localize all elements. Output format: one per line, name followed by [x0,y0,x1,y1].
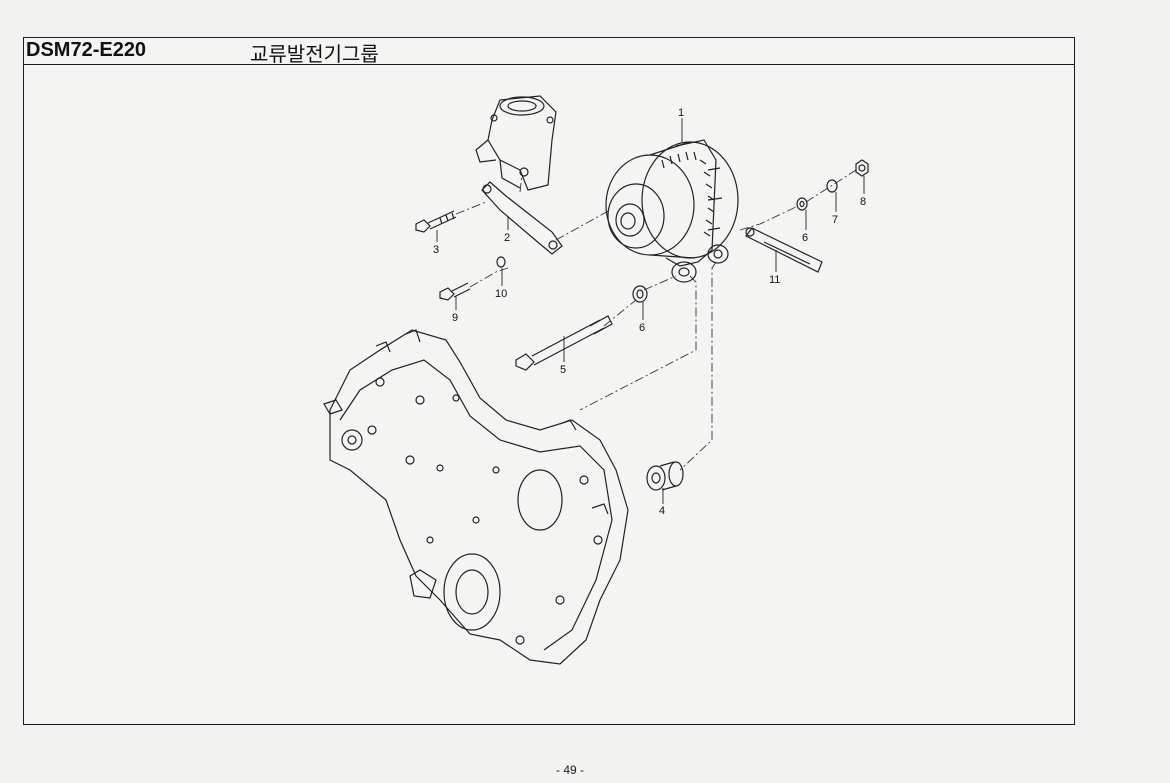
callout-4: 4 [659,505,665,517]
callout-1: 1 [678,107,684,119]
callout-leaders [436,118,865,504]
bolt-part-3 [415,210,457,233]
alternator-part-1 [605,139,739,283]
page-title: 교류발전기그룹 [250,42,379,66]
washer-part-10 [496,256,506,268]
callout-6-lower: 6 [639,322,645,334]
callout-5: 5 [560,364,566,376]
header-bar: DSM72-E220 교류발전기그룹 [24,38,1074,66]
diagram-frame: DSM72-E220 교류발전기그룹 [23,37,1075,725]
washer-part-6-upper [796,197,808,211]
assembly-lines [455,169,857,471]
adjusting-strap-part-11 [745,227,823,273]
thermostat-housing [475,95,557,191]
washer-part-6-lower [632,285,648,303]
nut-part-8 [855,159,869,177]
callout-10: 10 [495,288,507,300]
page-number: - 49 - [556,763,585,777]
callout-11: 11 [769,274,780,286]
bolt-part-9 [439,282,471,301]
callout-8: 8 [860,196,866,208]
spacer-part-4 [646,461,684,491]
bolt-part-5 [515,315,613,371]
part-code: DSM72-E220 [26,39,147,61]
callout-numbers: 1 2 3 4 5 6 6 7 8 9 10 11 [433,107,866,517]
lock-washer-part-7 [826,179,838,193]
bracket-part-2 [481,181,563,255]
front-cover-housing [323,329,629,665]
callout-6-upper: 6 [802,232,808,244]
callout-2: 2 [504,232,510,244]
callout-7: 7 [832,214,838,226]
callout-9: 9 [452,312,458,324]
callout-3: 3 [433,244,439,256]
